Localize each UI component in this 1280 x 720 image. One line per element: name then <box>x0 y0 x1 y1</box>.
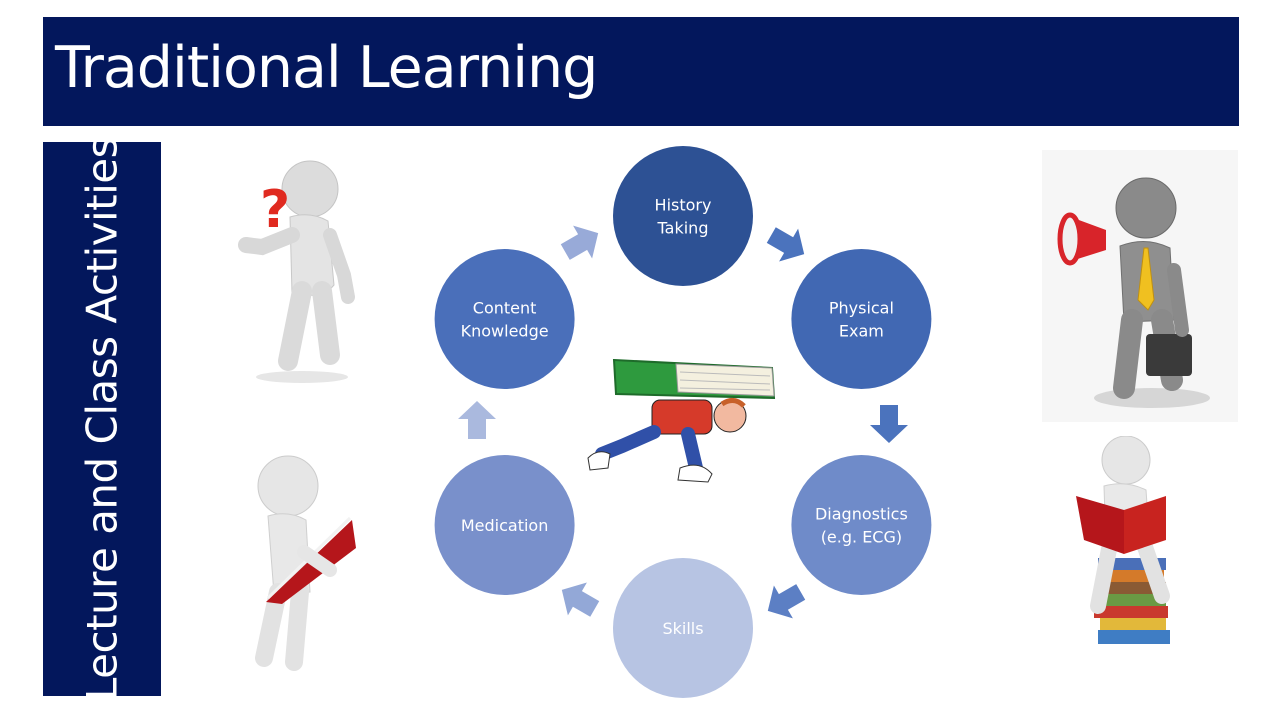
cycle-node-circle <box>434 455 575 595</box>
cycle-node-circle <box>613 146 753 286</box>
cycle-node-label: Skills <box>662 619 703 638</box>
side-banner: Lecture and Class Activities <box>43 142 161 696</box>
cycle-arrow-4 <box>458 401 496 439</box>
cycle-arrow-2 <box>767 584 806 619</box>
reading-figure-icon <box>255 455 356 671</box>
megaphone-figure-icon <box>1042 150 1238 422</box>
cycle-node-label: Exam <box>839 322 884 341</box>
cycle-node-2: Diagnostics (e.g. ECG) <box>791 455 932 595</box>
book-carrier-icon <box>587 358 776 483</box>
cycle-node-circle <box>613 558 753 698</box>
cycle-arrow-1 <box>870 405 908 443</box>
cycle-node-label: Content <box>473 299 537 318</box>
cycle-node-label: Knowledge <box>461 322 549 341</box>
cycle-arrow-0 <box>766 227 805 262</box>
cycle-node-circle <box>791 249 932 389</box>
cycle-node-circle <box>791 455 932 595</box>
slide-title: Traditional Learning <box>55 35 598 101</box>
cycle-node-label: Taking <box>657 219 709 238</box>
cycle-node-label: (e.g. ECG) <box>821 528 902 547</box>
cycle-node-4: Medication <box>434 455 575 595</box>
title-banner: Traditional Learning <box>43 17 1239 126</box>
reader-on-books-icon <box>1076 436 1170 644</box>
cycle-node-label: Diagnostics <box>815 505 908 524</box>
cycle-node-3: Skills <box>613 558 753 698</box>
cycle-arrow-5 <box>560 225 599 260</box>
svg-text:?: ? <box>260 180 290 240</box>
cycle-node-label: History <box>655 196 712 215</box>
cycle-arrow-3 <box>561 582 600 617</box>
cycle-node-circle <box>434 249 575 389</box>
cycle-node-label: Physical <box>829 299 894 318</box>
question-figure-icon: ? <box>238 160 355 383</box>
cycle-node-label: Medication <box>461 516 549 535</box>
